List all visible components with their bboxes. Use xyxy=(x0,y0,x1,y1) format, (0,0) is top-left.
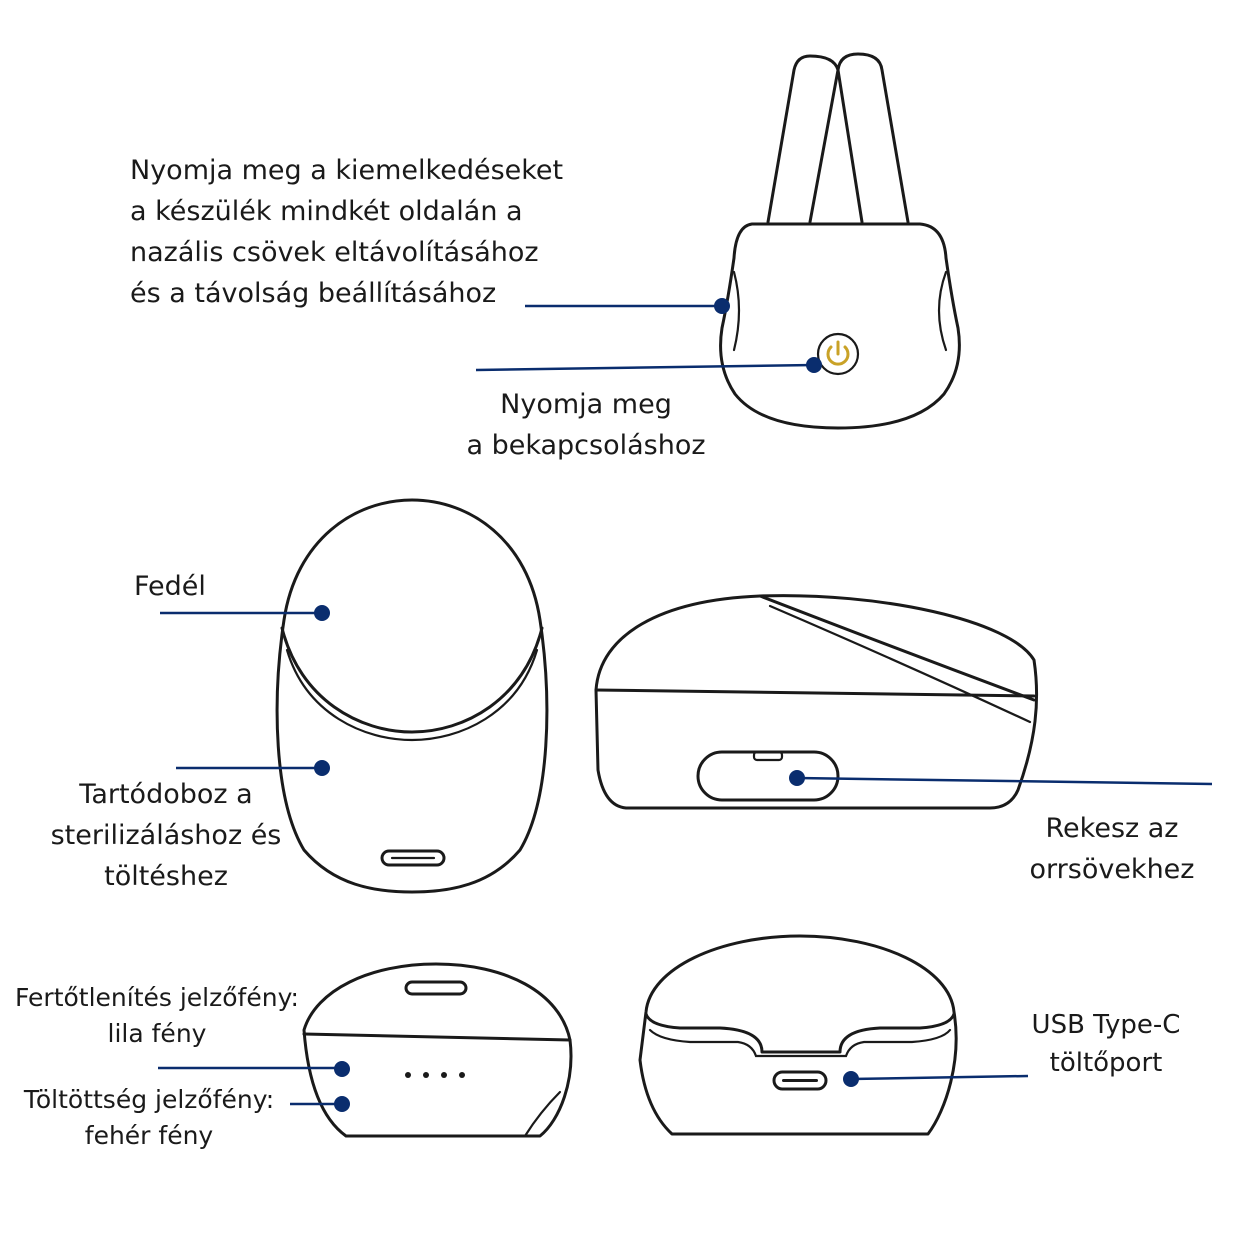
case-light-view xyxy=(302,962,573,1138)
indicator-dot-1 xyxy=(405,1072,411,1078)
label-lid: Fedél xyxy=(134,571,206,602)
case-usb-lid-inner xyxy=(648,1028,952,1058)
device-side-tab-right xyxy=(937,270,948,352)
callout-dot xyxy=(334,1096,350,1112)
nasal-tube-left xyxy=(766,54,840,224)
label-case: Tartódoboz a sterilizáláshoz és töltéshe… xyxy=(50,779,282,892)
callout-dot xyxy=(843,1071,859,1087)
case-usb-outline xyxy=(638,934,958,1136)
callout-dot xyxy=(314,605,330,621)
case-side-view xyxy=(594,594,1039,810)
lid-edge-inner xyxy=(285,648,539,742)
usb-c-port xyxy=(772,1070,828,1091)
indicator-dot-4 xyxy=(459,1072,465,1078)
callout-dot xyxy=(314,760,330,776)
leader-usb xyxy=(850,1074,1029,1081)
case-side-outline xyxy=(594,594,1039,810)
case-light-outline xyxy=(302,962,573,1138)
nasal-tube-right xyxy=(836,52,910,224)
device-side-tab-left xyxy=(732,270,741,352)
leader-compartment xyxy=(796,776,1213,786)
compartment-notch xyxy=(752,750,784,762)
leader-power xyxy=(475,363,815,372)
usb-c-port-tongue xyxy=(782,1079,818,1082)
callout-dot xyxy=(789,770,805,786)
label-charge-light: Töltöttség jelzőfény: fehér fény xyxy=(23,1085,275,1150)
case-light-edge xyxy=(523,1090,562,1138)
callout-dot xyxy=(806,357,822,373)
case-light-seam xyxy=(302,1032,572,1042)
label-usb-port: USB Type-C töltőport xyxy=(1031,1010,1181,1078)
label-disinfection-light: Fertőtlenítés jelzőfény: lila fény xyxy=(15,983,299,1048)
case-front-view xyxy=(275,498,549,894)
label-power: Nyomja meg a bekapcsoláshoz xyxy=(466,389,706,461)
label-compartment: Rekesz az orrsövekhez xyxy=(1029,813,1195,885)
callout-dot xyxy=(714,298,730,314)
callout-dot xyxy=(334,1061,350,1077)
case-light-port xyxy=(404,980,468,996)
power-button xyxy=(816,332,860,376)
callouts xyxy=(158,298,1213,1112)
label-tabs-release: Nyomja meg a kiemelkedéseket a készülék … xyxy=(130,155,564,309)
lid-edge xyxy=(280,626,544,734)
indicator-dot-2 xyxy=(423,1072,429,1078)
case-usb-view xyxy=(638,934,958,1136)
case-side-lid-slope-inner xyxy=(768,604,1032,724)
case-outline xyxy=(275,498,549,894)
nasal-device xyxy=(719,52,961,430)
case-side-lid-slope xyxy=(758,594,1036,702)
indicator-dot-3 xyxy=(441,1072,447,1078)
case-side-lid-line xyxy=(594,688,1036,698)
case-front-port xyxy=(380,849,446,867)
power-icon xyxy=(826,340,850,366)
case-usb-lid-edge xyxy=(644,1012,956,1054)
device-body xyxy=(719,222,961,430)
